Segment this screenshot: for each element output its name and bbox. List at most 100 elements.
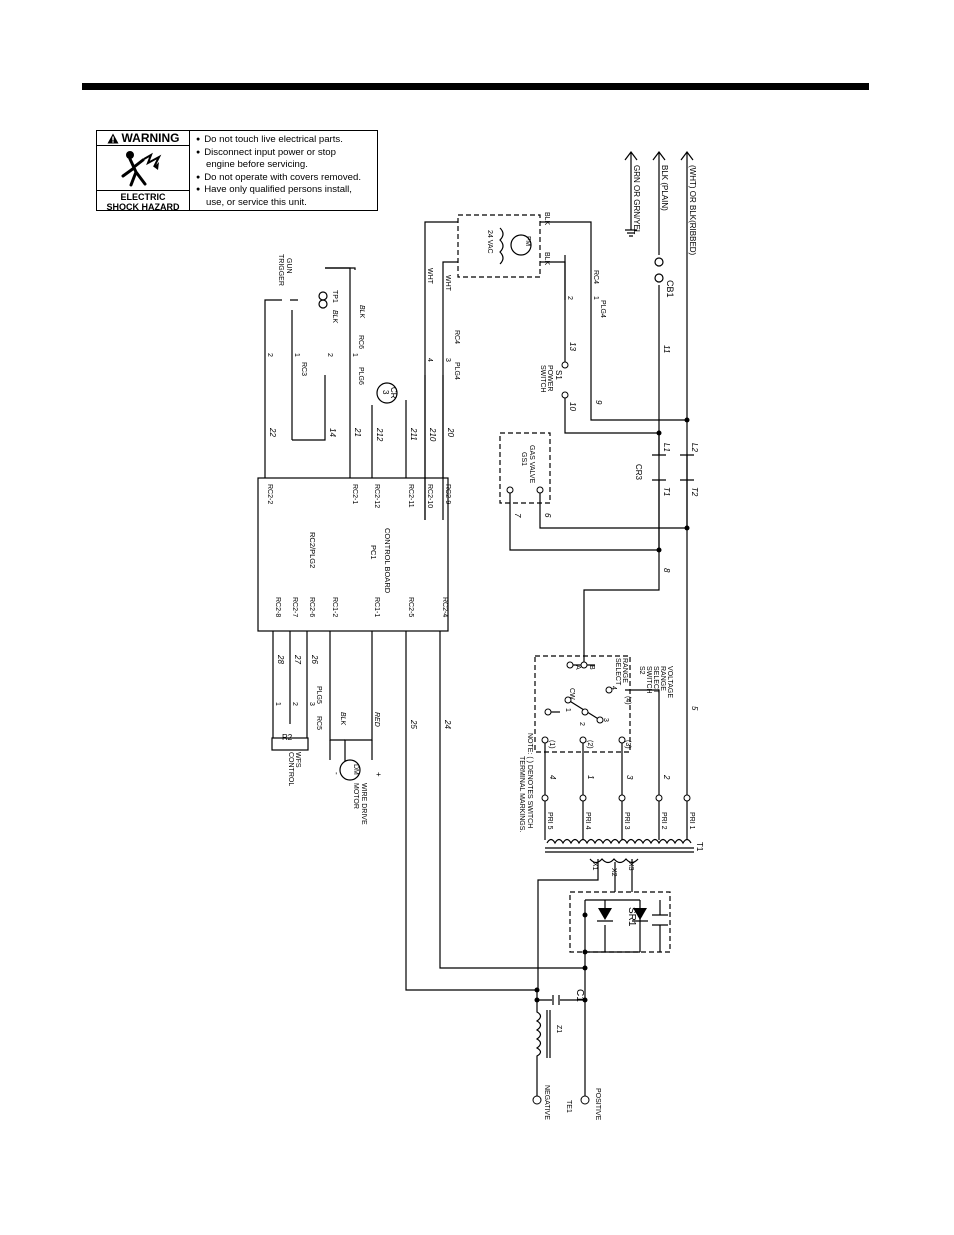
s2-marking: (1) [548,740,555,749]
r2-rc5-label: RC5 [315,716,322,730]
wire-number: 9 [594,400,603,405]
plg6-pin: 1 [293,353,300,357]
tp1-label: TP1 [331,290,338,303]
wire-lines [257,152,694,1100]
fan-vac-label: 24 VAC [486,230,493,254]
dm-wire-label: BLK [339,712,346,726]
plg4-pin: 3 [444,358,451,362]
pc1-pin-label: RC1-1 [373,597,380,617]
s2-terminal: 2 [578,722,585,726]
wire-number: 20 [446,427,455,437]
plg4-pin: 1 [592,296,599,300]
fan-wire-label: BLK [543,252,550,266]
wire-number: 3 [625,775,634,780]
t1-sec-label: X1 [591,862,598,871]
s2-label: VOLTAGE [666,666,673,698]
plg4-pin: 2 [566,296,573,300]
pc1-pin-label: RC2-8 [274,597,281,617]
warning-pictogram [97,146,189,190]
fan-label: FM [524,236,531,246]
te1-negative-label: NEGATIVE [543,1085,550,1120]
wire-number: 25 [409,719,418,729]
dm-polarity: + [374,772,383,777]
wire-number: 10 [568,402,577,411]
component-symbols [318,227,664,781]
wire-number: 1 [586,775,595,779]
r2-text: CONTROL [287,752,294,786]
wire-number: 7 [513,513,522,518]
terminal-dots [506,361,691,1105]
cr3-label: CR3 [634,464,643,481]
wire-number: T2 [690,487,699,497]
s2-marking: (4) [624,696,631,705]
pc1-pin-label: RC2-5 [407,597,414,617]
s2-label: RANGE [659,666,666,691]
wire-number: 2 [662,774,671,780]
te1-positive-label: POSITIVE [594,1088,601,1121]
gs1-label: GAS VALVE [528,445,535,484]
wire-number: 211 [409,427,418,441]
s1-label: POWER [546,365,553,391]
dm-text: MOTOR [352,783,359,809]
warning-item-text: Disconnect input power or stop [204,146,336,158]
t1-label: T1 [695,842,704,852]
wire-number: 8 [662,568,671,573]
schematic-labels: (WHT) OR BLK(RIBBED) BLK (PLAIN) GRN OR … [266,165,704,1121]
wire-number: 27 [293,654,302,664]
fan-motor-symbol [510,234,532,256]
plg6-plg-label: PLG6 [357,367,364,385]
gun-trigger-label: TRIGGER [277,254,284,286]
plg4-rc-label: RC4 [592,270,599,284]
warning-item-text: Do not operate with covers removed. [204,171,362,183]
s1-name: S1 [554,370,563,380]
top-rule [82,83,869,90]
wire-number: 4 [548,775,557,780]
pc1-pin-label: RC2-9 [444,484,451,504]
z1-label: Z1 [555,1025,562,1033]
warning-item-text: Have only qualified persons install, [204,184,352,195]
wire-number: T1 [662,487,671,496]
pc1-pin-label: RC1-2 [331,597,338,617]
lead-arrows [624,151,694,161]
note-text: NOTE: ( ) DENOTES SWITCH [526,733,533,828]
warning-item: Have only qualified persons install,use,… [196,184,361,209]
wire-number: 21 [353,427,362,437]
drive-motor-symbol [339,759,361,781]
plg6-wire-label: BLK [331,310,338,324]
t1-sec-label: X2 [610,868,617,877]
wire-number: 6 [543,513,552,518]
diode-symbol [598,908,612,920]
wire-number: 26 [310,654,319,664]
warning-item-text: Do not touch live electrical parts. [204,134,343,145]
plg6-pin: 1 [351,353,358,357]
lead-label-wht: (WHT) OR BLK(RIBBED) [688,165,697,256]
pc1-pin-label: RC2-4 [441,597,448,617]
warning-title: WARNING [121,131,180,145]
c1-label: C1 [574,989,585,1002]
s2-label: SELECT [652,666,659,694]
cb1-label: CB1 [665,280,675,298]
pc1-pin-label: RC2-2 [266,484,273,504]
plg4-rc-label-b: RC4 [453,330,460,344]
wire-number: 13 [568,342,577,351]
t1-pri-label: PRI 1 [688,812,695,830]
cr3-coil-label: CR [389,387,398,399]
plg6-rc3-label: RC3 [300,362,307,376]
warning-item: Do not touch live electrical parts. [196,134,361,147]
lead-label-blk: BLK (PLAIN) [660,165,669,211]
s2-marking: (3) [624,740,631,749]
warning-label: WARNING ELECTRIC SHOCK HAZARD Do not tou… [96,130,378,212]
r2-pin: 1 [274,702,281,706]
wire-number: 14 [328,428,337,437]
wire-number: 22 [268,427,277,437]
wire-number: 212 [375,427,384,442]
t1-pri-label: PRI 3 [623,812,630,830]
s2-range-label: SELECT [614,658,621,686]
te1-label: TE1 [565,1100,572,1113]
plg4-pin: 4 [426,358,433,362]
s2-terminal: B [588,665,595,670]
cr3-coil-label: 3 [381,390,390,395]
junction-dots [534,417,690,1003]
